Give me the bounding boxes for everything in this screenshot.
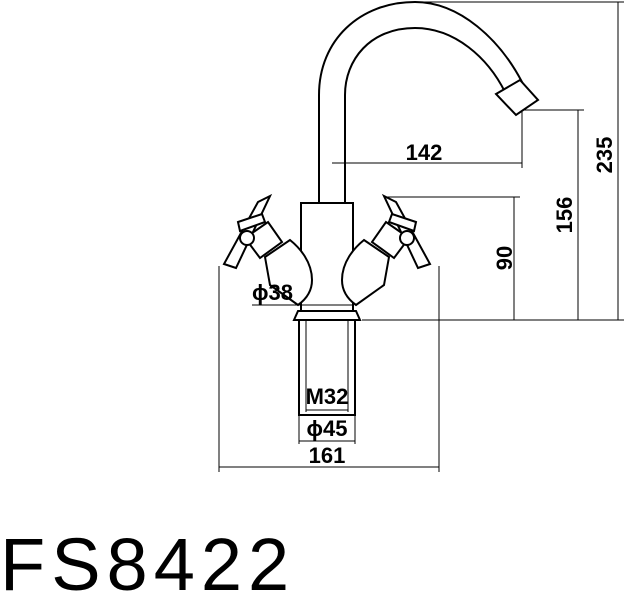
dimension-handle-diameter: ϕ38 (252, 280, 352, 306)
label-total-width: 161 (309, 443, 346, 468)
label-spout-reach: 142 (406, 140, 443, 165)
label-base-diameter: ϕ45 (307, 416, 348, 441)
right-handle (340, 193, 432, 307)
label-spout-height: 156 (552, 197, 577, 234)
aerator-tip (494, 78, 540, 117)
dimension-spout-reach: 142 (332, 110, 523, 168)
dimension-handle-height: 90 (384, 196, 520, 320)
dimension-total-width: 161 (218, 266, 440, 472)
body-flange (292, 310, 362, 321)
label-thread: M32 (306, 384, 349, 409)
label-handle-diameter: ϕ38 (252, 280, 293, 305)
spout (318, 0, 540, 206)
dimension-thread: M32 (305, 380, 349, 412)
dimension-base-diameter: ϕ45 (298, 415, 356, 444)
dimension-spout-height: 156 (524, 109, 584, 320)
dimension-total-height: 235 (362, 1, 624, 321)
model-number: FS8422 (0, 523, 296, 606)
label-handle-height: 90 (492, 246, 517, 270)
label-total-height: 235 (592, 137, 617, 174)
mounting-shank (298, 319, 356, 416)
left-handle (222, 193, 314, 307)
